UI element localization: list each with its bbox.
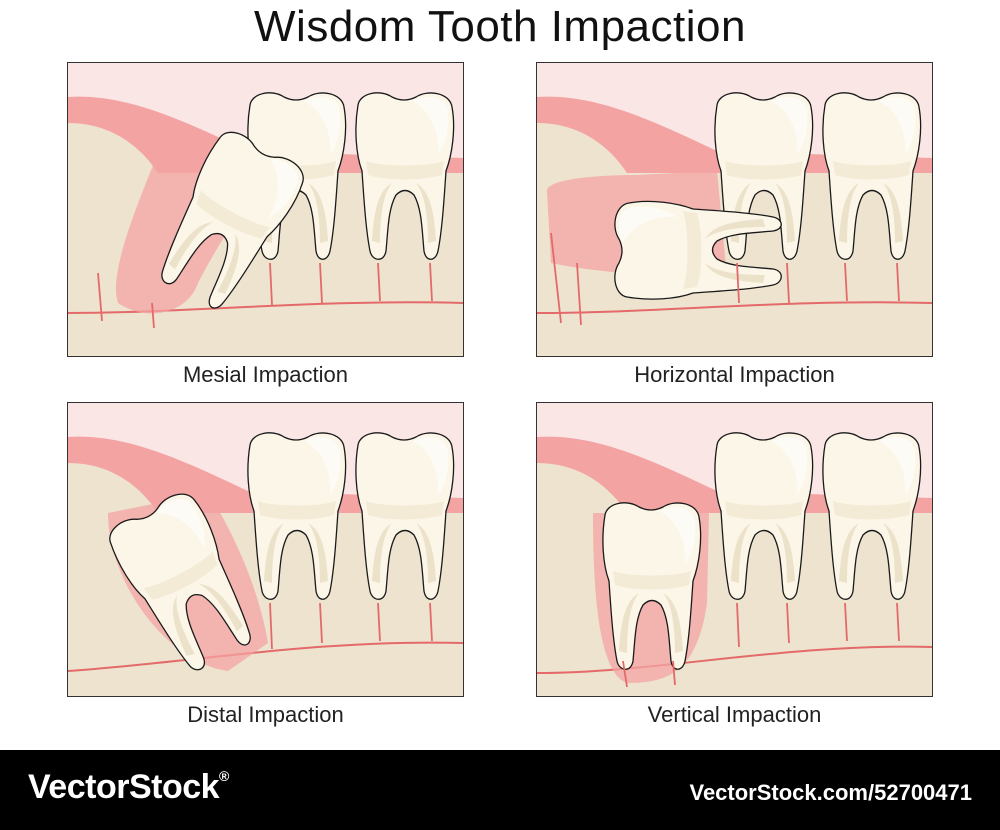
image-url: VectorStock.com/52700471 — [689, 780, 972, 805]
caption-mesial: Mesial Impaction — [182, 362, 349, 387]
vertical-impaction-illustration — [537, 432, 932, 696]
brand-name: VectorStock — [28, 768, 220, 806]
page-title: Wisdom Tooth Impaction — [254, 2, 746, 51]
footer-bar: VectorStock® VectorStock.com/52700471 — [0, 750, 1000, 830]
diagram-panel-mesial — [67, 62, 464, 357]
caption-vertical: Vertical Impaction — [647, 702, 822, 727]
diagram-panel-vertical — [536, 402, 933, 697]
brand-logo: VectorStock® — [28, 768, 229, 807]
mesial-impaction-illustration — [68, 92, 463, 356]
caption-distal: Distal Impaction — [187, 702, 344, 727]
distal-impaction-illustration — [68, 432, 463, 696]
horizontal-impaction-illustration — [537, 92, 932, 356]
registered-mark: ® — [219, 768, 229, 784]
diagram-panel-distal — [67, 402, 464, 697]
diagram-panel-horizontal — [536, 62, 933, 357]
caption-horizontal: Horizontal Impaction — [634, 362, 835, 387]
